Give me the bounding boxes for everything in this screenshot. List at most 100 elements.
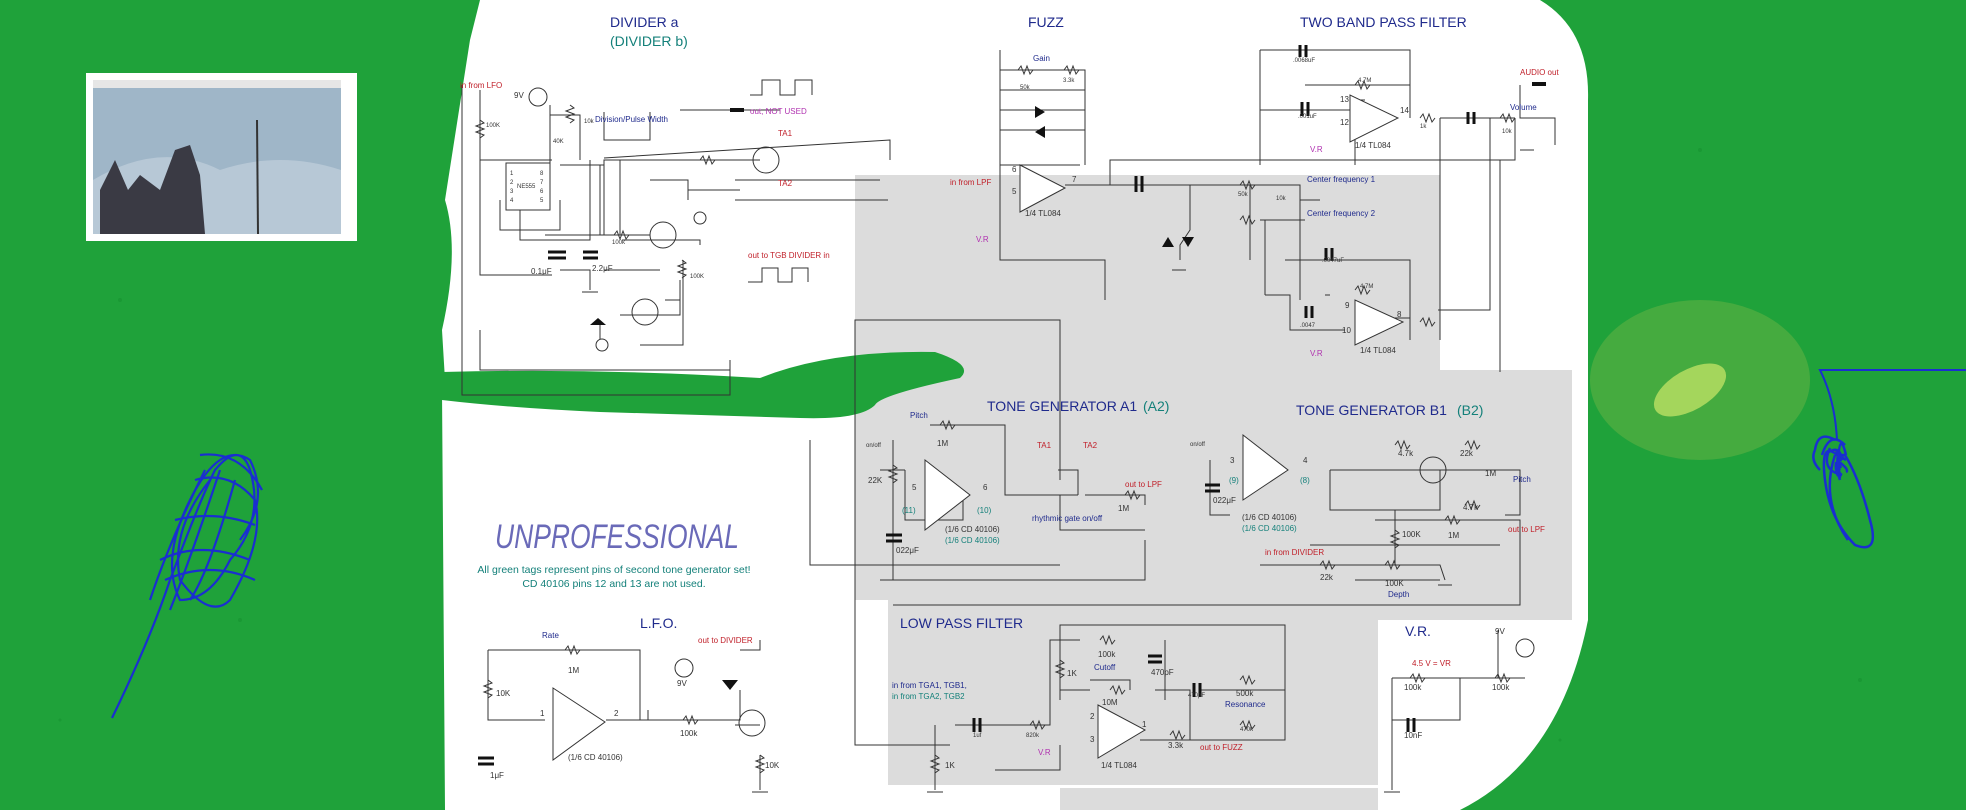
tone-a-title: TONE GENERATOR A1	[987, 398, 1137, 414]
label-out-tgb: out to TGB DIVIDER in	[748, 251, 830, 260]
label-lpf-470b: 470pF	[1188, 693, 1205, 699]
label-bp-pin8: 8	[1397, 310, 1402, 319]
label-tb-22k-b: 22k	[1320, 573, 1334, 582]
label-pin1: 1	[510, 171, 514, 177]
opamp-fuzz	[1019, 164, 1067, 213]
blue-line-right	[1818, 369, 1966, 441]
lfo-title: L.F.O.	[640, 615, 677, 631]
label-tb-pin9: (9)	[1229, 476, 1239, 485]
label-tb-out-lpf: out to LPF	[1508, 525, 1545, 534]
label-lpf-500k: 500k	[1236, 689, 1254, 698]
ground-symbols	[582, 149, 1534, 793]
schmitt-lfo	[552, 687, 606, 761]
schematic-wires	[461, 49, 1556, 790]
transistors	[631, 146, 1447, 737]
banner-note-1: All green tags represent pins of second …	[477, 564, 750, 576]
label-lpf-470k: 470k	[1240, 727, 1254, 733]
label-lfo-100k: 100k	[680, 729, 698, 738]
label-tb-1m-b: 1M	[1448, 531, 1459, 540]
label-division: Division/Pulse Width	[595, 115, 668, 124]
label-lfo-pin1: 1	[540, 709, 545, 718]
label-lfo-10k-b: 10K	[765, 761, 780, 770]
fuzz-title: FUZZ	[1028, 14, 1064, 30]
label-fuzz-pin5: 5	[1012, 187, 1017, 196]
label-gate: rhythmic gate on/off	[1032, 514, 1103, 523]
photo-thumbnail	[86, 73, 357, 241]
label-ta-pin5: 5	[912, 483, 917, 492]
label-bp-vr: V.R	[1310, 145, 1323, 154]
label-lpf-in2: in from TGA2, TGB2	[892, 692, 965, 701]
label-lpf-470: 470pF	[1151, 668, 1174, 677]
label-ne555: NE555	[517, 184, 536, 190]
label-ta-onoff: on/off	[866, 443, 881, 449]
label-audio-out: AUDIO out	[1520, 68, 1559, 77]
label-vr-9v: 9V	[1495, 627, 1505, 636]
label-divider-9v: 9V	[514, 91, 524, 100]
label-lfo-c: 1μF	[490, 771, 504, 780]
vr-title: V.R.	[1405, 623, 1431, 639]
label-vr-c: 10nF	[1404, 731, 1422, 740]
label-bp-pin10: 10	[1342, 326, 1351, 335]
schmitt-tone-b	[1242, 433, 1289, 501]
label-ta-22k: 22K	[868, 476, 883, 485]
label-pin5: 5	[540, 198, 544, 204]
label-tb-c: 022μF	[1213, 496, 1236, 505]
label-lpf-chip: 1/4 TL084	[1101, 761, 1137, 770]
label-ta-pin11: (11)	[902, 506, 916, 515]
label-in-divider: in from DIVIDER	[1265, 548, 1324, 557]
label-c22: 2.2μF	[592, 264, 613, 273]
label-lpf-c1: 1uf	[973, 733, 982, 739]
label-bp-c2: .001uF	[1298, 114, 1317, 120]
label-bp-10k-b: 10k	[1276, 196, 1287, 202]
two-band-title: TWO BAND PASS FILTER	[1300, 14, 1467, 30]
label-ta1: TA1	[778, 129, 793, 138]
label-in-from-lfo: in from LFO	[460, 81, 502, 90]
label-in-from-lpf: in from LPF	[950, 178, 991, 187]
square-wave-icon-bottom	[748, 267, 809, 283]
label-lpf-100k: 100k	[1098, 650, 1116, 659]
label-resonance: Resonance	[1225, 700, 1266, 709]
tone-a-subtitle: (A2)	[1143, 398, 1169, 414]
label-bp-chip1: 1/4 TL084	[1355, 141, 1391, 150]
label-lpf-33k: 3.3k	[1168, 741, 1184, 750]
tone-b-subtitle: (B2)	[1457, 402, 1483, 418]
label-ta-out-lpf: out to LPF	[1125, 480, 1162, 489]
diodes	[590, 106, 1194, 690]
label-ta-ta1: TA1	[1037, 441, 1052, 450]
label-fuzz-33k: 3.3k	[1063, 78, 1075, 84]
label-bp-c4: .0047	[1300, 323, 1316, 329]
label-divider-100k-b: 100K	[690, 274, 704, 280]
label-divider-10k: 10k	[584, 119, 595, 125]
label-tb-pitch: Pitch	[1513, 475, 1531, 484]
label-divider-40k: 40K	[553, 139, 564, 145]
label-ta-chip2: (1/6 CD 40106)	[945, 536, 1000, 545]
label-divider-100k-c: 100k	[612, 240, 626, 246]
schmitt-tone-a	[924, 458, 971, 532]
divider-title: DIVIDER a	[610, 14, 679, 30]
output-jack-audio	[1532, 82, 1546, 86]
opamp-bandpass-1	[1349, 94, 1400, 143]
label-lpf-820k: 820k	[1026, 733, 1040, 739]
label-bp-pin12: 12	[1340, 118, 1349, 127]
label-ta-ta2: TA2	[1083, 441, 1098, 450]
label-bp-pin14: 14	[1400, 106, 1409, 115]
banner-title: UNPROFESSIONAL	[495, 518, 739, 556]
label-pin2: 2	[510, 180, 514, 186]
label-fuzz-chip: 1/4 TL084	[1025, 209, 1061, 218]
label-bp-pin13: 13	[1340, 95, 1349, 104]
label-bp-r2: 4.7M	[1360, 284, 1373, 290]
label-cutoff: Cutoff	[1094, 663, 1116, 672]
label-lfo-1m: 1M	[568, 666, 579, 675]
label-lfo-pin2: 2	[614, 709, 619, 718]
label-ta2: TA2	[778, 179, 793, 188]
label-ta-pin10: (10)	[977, 506, 992, 515]
label-ta-pitch: Pitch	[910, 411, 928, 420]
label-tb-47k-b: 4.7k	[1463, 503, 1479, 512]
label-tb-chip2: (1/6 CD 40106)	[1242, 524, 1297, 533]
label-vr-eq: 4.5 V = VR	[1412, 659, 1451, 668]
label-tb-pin4: 4	[1303, 456, 1308, 465]
label-tb-100k-b: 100K	[1385, 579, 1404, 588]
label-ta-pin6: 6	[983, 483, 988, 492]
label-c01: 0.1μF	[531, 267, 552, 276]
